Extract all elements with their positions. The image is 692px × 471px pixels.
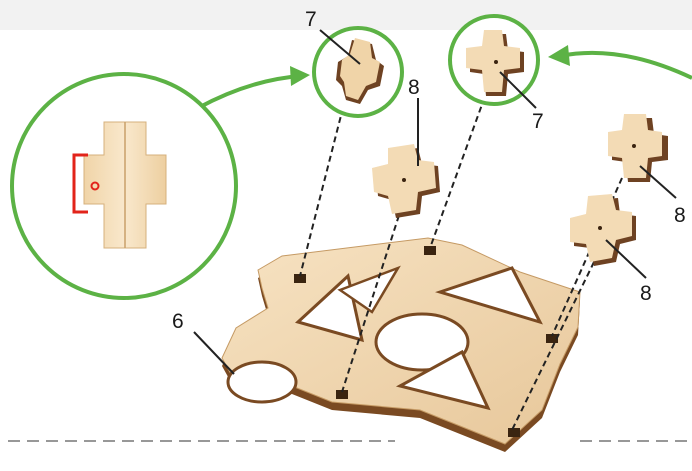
slot-1	[294, 274, 306, 283]
detail-red-dot	[90, 181, 100, 191]
callout-part-8-right-bottom: 8	[640, 282, 652, 305]
leader-7-left	[319, 29, 361, 65]
cutout-round-left	[226, 360, 298, 404]
peg-7-right	[466, 30, 524, 96]
leader-6	[193, 331, 235, 375]
slot-4	[546, 334, 558, 343]
callout-part-8-center: 8	[408, 76, 420, 99]
leader-lines	[193, 29, 677, 375]
guide-peg8-right-bottom	[511, 261, 595, 431]
curved-arrow-right	[548, 45, 692, 80]
cutout-triangle-right	[435, 266, 543, 325]
slot-5	[508, 428, 520, 437]
guide-peg8-right-top	[551, 177, 623, 337]
peg-8-right-bottom-hole	[598, 226, 602, 230]
zoomed-peg-detail-icon	[10, 72, 238, 300]
curved-arrow-left	[197, 66, 310, 110]
slot-3	[336, 390, 348, 399]
cutout-triangle-top	[337, 265, 401, 314]
arrow-right-shaft	[559, 50, 692, 80]
peg-8-right-bottom	[570, 194, 636, 266]
top-texture-band	[0, 0, 692, 30]
leader-8-right-top	[639, 165, 677, 199]
slot-2	[424, 246, 436, 255]
detail-red-bracket	[72, 153, 88, 214]
peg-8-center	[372, 144, 440, 218]
assembly-guides	[299, 87, 623, 431]
arrow-left-head	[290, 66, 310, 86]
cutout-center-oval	[374, 312, 470, 372]
arrow-right-head	[548, 45, 570, 66]
leader-8-right-bottom	[605, 239, 647, 279]
peg-7-right-hole	[494, 60, 498, 64]
guide-peg8-center	[341, 205, 403, 393]
arrow-left-shaft	[197, 74, 301, 110]
peg-8-right-top-hole	[632, 144, 636, 148]
cutout-triangle-bottom	[395, 349, 491, 411]
guide-peg7-left	[299, 87, 349, 277]
guide-peg7-right	[429, 87, 489, 249]
callout-part-6: 6	[172, 310, 184, 333]
callout-part-8-right-top: 8	[674, 204, 686, 227]
callout-part-7-left: 7	[305, 8, 317, 31]
peg-7-right-face	[466, 30, 520, 92]
peg-7-left-face	[340, 38, 380, 100]
leader-7-right	[499, 71, 537, 109]
peg-7-left	[336, 38, 384, 104]
base-plate-part-6	[221, 237, 581, 452]
callout-part-7-right: 7	[532, 110, 544, 133]
peg-8-right-top	[608, 114, 668, 182]
peg-8-center-hole	[402, 178, 406, 182]
